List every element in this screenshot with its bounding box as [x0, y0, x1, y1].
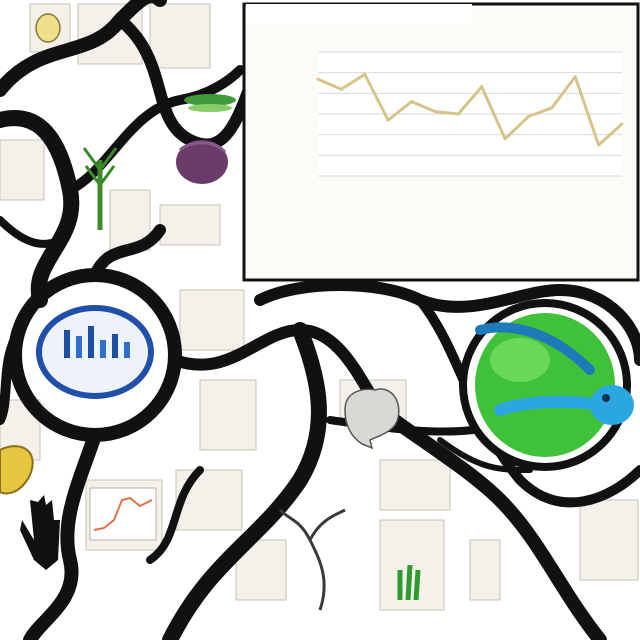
beetle-icon — [35, 13, 61, 43]
plant-icon — [82, 147, 421, 601]
eggplant-icon — [176, 140, 228, 184]
tree-branch-icon — [278, 508, 346, 611]
chart-panel-title — [248, 4, 468, 24]
banana-icon — [0, 445, 34, 495]
data-point — [526, 114, 530, 118]
leaf-cell-icon — [459, 299, 634, 471]
leaf-strip-icon — [184, 94, 236, 112]
data-point — [620, 122, 624, 126]
blue-bar-chart — [36, 305, 154, 399]
data-point — [339, 87, 343, 91]
hand-icon — [20, 495, 60, 570]
data-point — [386, 118, 390, 122]
brain-icon — [344, 388, 400, 450]
data-point — [456, 112, 460, 116]
series-line — [317, 72, 624, 147]
data-point — [480, 85, 484, 89]
data-point — [503, 137, 507, 141]
data-point — [410, 100, 414, 104]
chart-panel-title-bar — [246, 4, 472, 24]
data-point — [573, 75, 577, 79]
data-point — [550, 106, 554, 110]
data-point — [597, 143, 601, 147]
data-point — [433, 110, 437, 114]
small-line-chart — [89, 487, 157, 541]
data-point — [316, 77, 320, 81]
line-chart — [316, 51, 624, 177]
data-point — [363, 72, 367, 76]
